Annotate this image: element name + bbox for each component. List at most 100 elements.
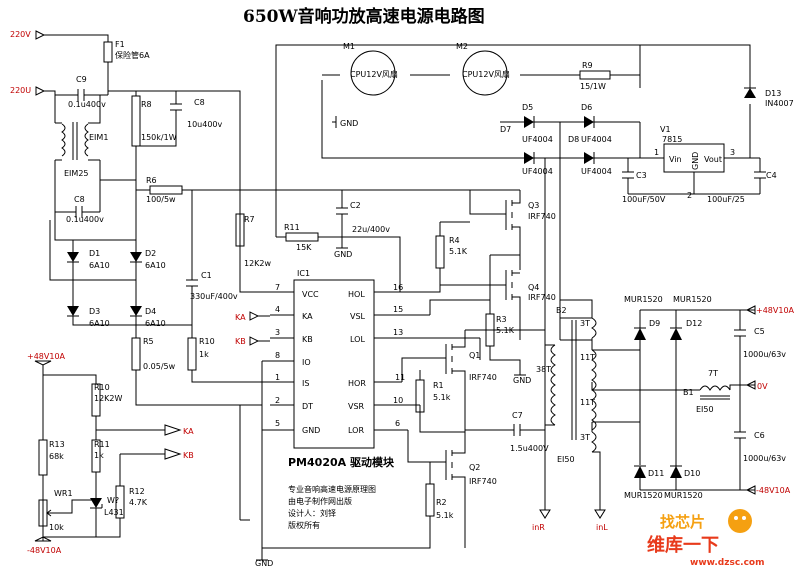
capacitor-c5 [734, 310, 746, 385]
kb-label-fb: KB [183, 451, 194, 460]
rail-0v: 0V [757, 382, 768, 391]
b2-secondary-3t-b [591, 431, 597, 453]
resistor-r10-1k [187, 337, 197, 371]
b1-core: EI50 [696, 405, 714, 414]
v1-pin2: 2 [687, 191, 692, 200]
eim1-label: EIM1 [89, 133, 108, 142]
m2-label: CPU12V风扇 [462, 69, 510, 79]
note-line-3: 设计人：刘铎 [288, 508, 336, 518]
r8-value: 150k/1W [141, 133, 177, 142]
mosfet-q2 [407, 430, 466, 548]
d4-ref: D4 [145, 307, 156, 316]
ic1-pin-vsr: VSR [348, 402, 365, 411]
mosfet-q3 [469, 189, 521, 250]
ic1-pin-hol: HOL [348, 290, 365, 299]
c2-ref: C2 [350, 201, 361, 210]
r6-value: 100/5w [146, 195, 176, 204]
arrow-220v [35, 30, 46, 40]
d12-ref: D12 [686, 319, 702, 328]
d5-value: UF4004 [522, 135, 553, 144]
r13-ref: R13 [49, 440, 65, 449]
r2-ref: R2 [436, 498, 447, 507]
in-r-label: inR [532, 523, 545, 532]
d8-value: UF4004 [581, 167, 612, 176]
resistor-r11 [285, 232, 319, 242]
v1-gnd: GND [691, 152, 700, 170]
ic1-pinnum-5: 5 [275, 419, 280, 428]
m2-ref: M2 [456, 42, 468, 51]
capacitor-c9 [55, 89, 108, 101]
resistor-r11-fb [91, 439, 101, 473]
wr1-value: 10k [49, 523, 64, 532]
r12-ref: R12 [129, 487, 145, 496]
b1-label: B1 [683, 388, 694, 397]
c7-ref: C7 [512, 411, 523, 420]
d7-ref: D7 [500, 125, 511, 134]
b2-11t-b: 11T [580, 398, 595, 407]
q4-ref: Q4 [528, 283, 539, 292]
m1-ref: M1 [343, 42, 355, 51]
capacitor-c3 [622, 158, 634, 194]
ic1-pinnum-3: 3 [275, 328, 280, 337]
r1-value: 5.1k [433, 393, 451, 402]
resistor-r9 [579, 70, 611, 80]
choke-b1 [699, 385, 731, 391]
resistor-r2 [425, 483, 435, 517]
ic1-pinnum-10: 10 [393, 396, 403, 405]
kb-label-ic: KB [235, 337, 246, 346]
resistor-r4 [435, 235, 445, 269]
q4-value: IRF740 [528, 293, 556, 302]
q2-value: IRF740 [469, 477, 497, 486]
ic1-pin-gnd: GND [302, 426, 320, 435]
q3-ref: Q3 [528, 201, 539, 210]
fuse-value: 保险管6A [115, 50, 150, 60]
ic1-pinnum-16: 16 [393, 283, 403, 292]
diode-d2 [130, 252, 142, 262]
q4-gnd: GND [513, 376, 531, 385]
ic1-pin-io: IO [302, 358, 311, 367]
b2-secondary-11t-b [591, 389, 597, 431]
ic1-pin-lor: LOR [348, 426, 364, 435]
feedback-network: +48V10A -48V10A R10 12K2W R13 68k WR1 10… [27, 352, 194, 555]
c2-value: 22u/400v [352, 225, 390, 234]
c3-ref: C3 [636, 171, 647, 180]
resistor-r10-fb [91, 383, 101, 417]
wr1-ref: WR1 [54, 489, 73, 498]
ic1-block: IC1 VCC KA KB IO IS DT GND 7 4 3 8 1 2 5… [235, 269, 480, 568]
d11-value: MUR1520 [624, 491, 663, 500]
d4-value: 6A10 [145, 319, 166, 328]
diode-d12 [670, 328, 682, 340]
b2-secondary-11t-a [591, 349, 597, 391]
v1-pin3: 3 [730, 148, 735, 157]
r11-value: 15K [296, 243, 312, 252]
b2-core: EI50 [557, 455, 575, 464]
fans-gnd: GND [340, 119, 358, 128]
ic1-pin-dt: DT [302, 402, 313, 411]
diode-d7 [524, 152, 534, 164]
diode-d8 [584, 152, 594, 164]
r7-ref: R7 [244, 215, 255, 224]
b2-primary [550, 344, 556, 426]
d9-value: MUR1520 [624, 295, 663, 304]
capacitor-c4 [754, 158, 766, 194]
r12-value: 4.7K [129, 498, 148, 507]
ic1-pin-vcc: VCC [302, 290, 319, 299]
capacitor-c7 [465, 424, 545, 436]
ic1-pinnum-13: 13 [393, 328, 403, 337]
diode-d10 [670, 466, 682, 478]
c6-value: 1000u/63v [743, 454, 786, 463]
diode-d13 [744, 88, 756, 98]
r13-value: 68k [49, 452, 64, 461]
r3-ref: R3 [496, 315, 507, 324]
b2-3t-a: 3T [580, 319, 590, 328]
module-label: PM4020A 驱动模块 [288, 455, 395, 469]
note-line-4: 版权所有 [288, 520, 320, 530]
fan-m2 [462, 50, 508, 96]
b2-38t: 38T [536, 365, 551, 374]
d6-ref: D6 [581, 103, 592, 112]
b2-secondary-3t-a [591, 317, 597, 339]
q1-ref: Q1 [469, 351, 480, 360]
ic1-pinnum-4: 4 [275, 305, 280, 314]
mosfet-q1 [401, 329, 545, 400]
resistor-r12 [115, 485, 125, 519]
